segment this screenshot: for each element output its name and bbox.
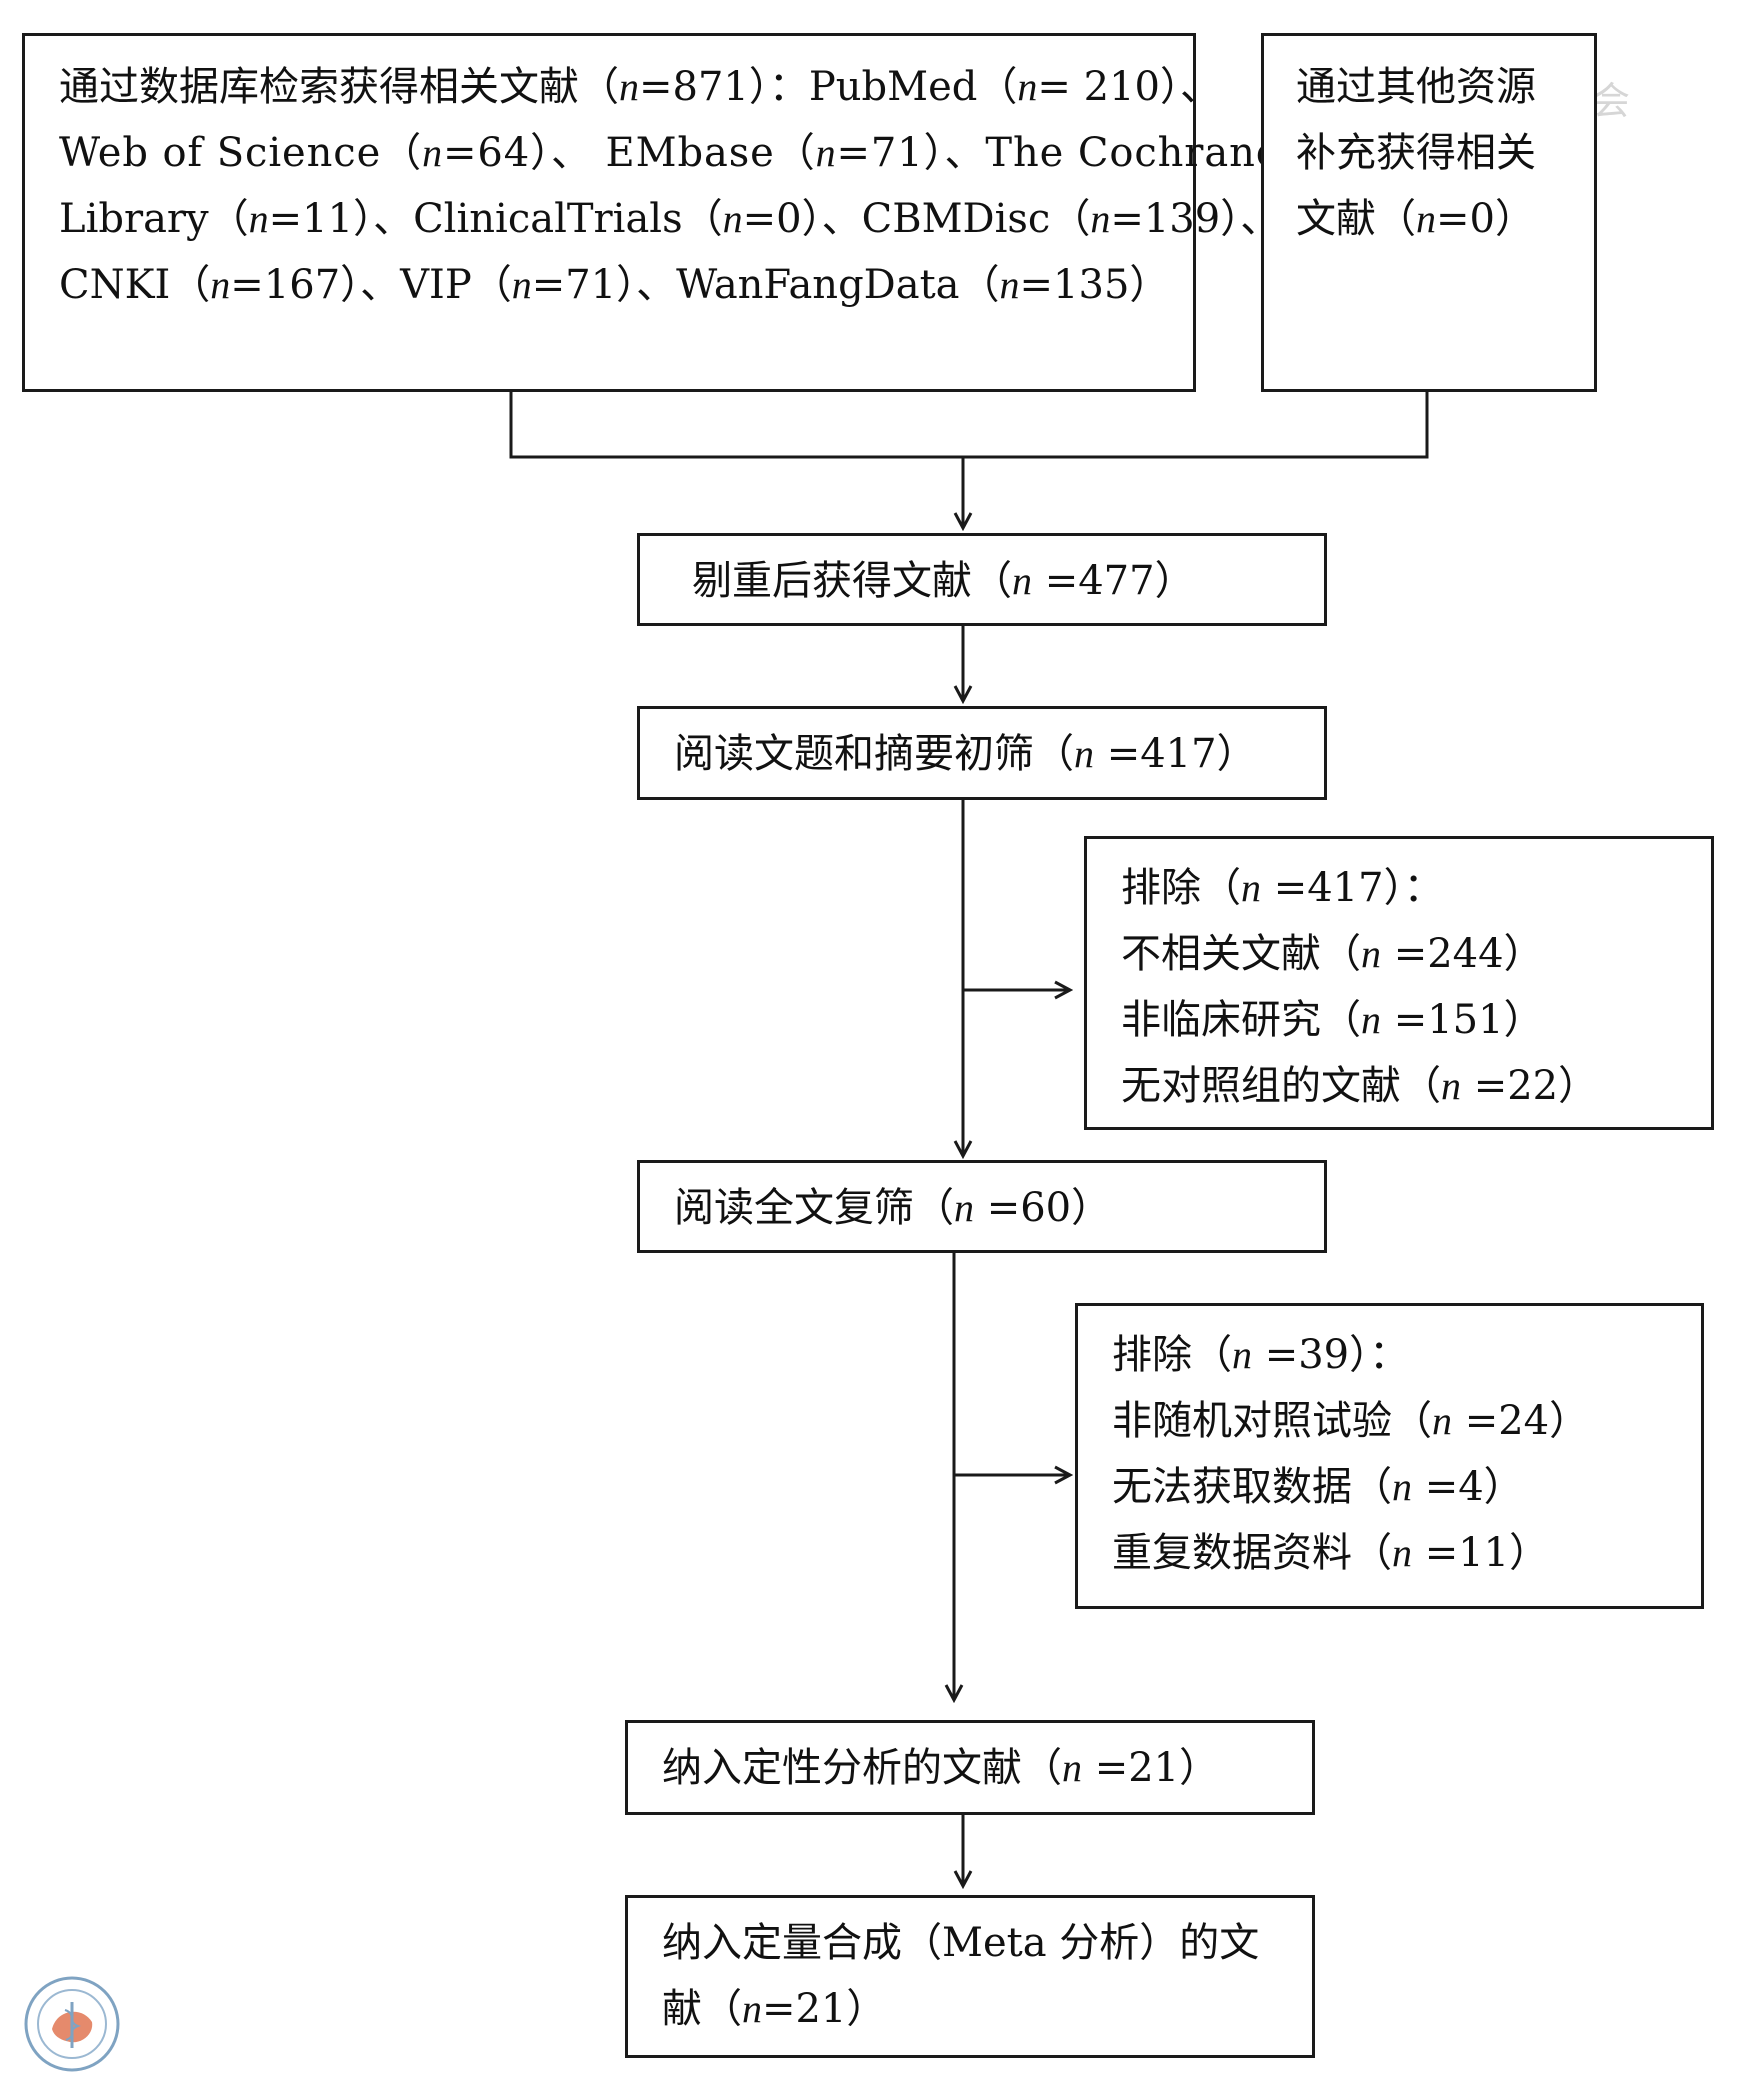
dedup-label: 剔重后获得文献（n =477） bbox=[692, 558, 1195, 604]
exclusion-box-1: 排除（n =417）： 不相关文献（n =244） 非临床研究（n =151） … bbox=[1084, 836, 1714, 1130]
sample-size-symbol: n bbox=[1416, 196, 1436, 241]
other-line: 补充获得相关 bbox=[1296, 130, 1536, 176]
exclude1-line: 排除（n =417）： bbox=[1121, 865, 1444, 911]
sample-size-symbol: n bbox=[1241, 865, 1261, 910]
sample-size-symbol: n bbox=[1392, 1530, 1412, 1575]
screen-title-abstract-box: 阅读文题和摘要初筛（n =417） bbox=[637, 706, 1327, 800]
sample-size-symbol: n bbox=[999, 262, 1020, 307]
quantitative-line: 纳入定量合成（Meta 分析）的文 bbox=[662, 1920, 1260, 1966]
exclusion-box-2: 排除（n =39）： 非随机对照试验（n =24） 无法获取数据（n =4） 重… bbox=[1075, 1303, 1704, 1609]
screen-label: 阅读文题和摘要初筛（n =417） bbox=[674, 731, 1257, 777]
sample-size-symbol: n bbox=[1090, 196, 1111, 241]
sample-size-symbol: n bbox=[619, 64, 639, 109]
association-seal-icon bbox=[24, 1976, 120, 2072]
sample-size-symbol: n bbox=[422, 130, 443, 175]
other-line: 通过其他资源 bbox=[1296, 64, 1536, 110]
quantitative-line: 献（n=21） bbox=[662, 1986, 887, 2032]
sample-size-symbol: n bbox=[1232, 1332, 1252, 1377]
db-line: 通过数据库检索获得相关文献（n=871）：PubMed（n= 210）、 bbox=[59, 64, 1220, 110]
sample-size-symbol: n bbox=[722, 196, 743, 241]
sample-size-symbol: n bbox=[1441, 1063, 1461, 1108]
dedup-box: 剔重后获得文献（n =477） bbox=[637, 533, 1327, 626]
sample-size-symbol: n bbox=[1017, 64, 1038, 109]
exclude2-line: 排除（n =39）： bbox=[1112, 1332, 1410, 1378]
qualitative-label: 纳入定性分析的文献（n =21） bbox=[662, 1745, 1220, 1791]
qualitative-synthesis-box: 纳入定性分析的文献（n =21） bbox=[625, 1720, 1315, 1815]
sample-size-symbol: n bbox=[954, 1185, 974, 1230]
merge-connector bbox=[509, 392, 1429, 459]
sample-size-symbol: n bbox=[815, 130, 837, 175]
sample-size-symbol: n bbox=[1062, 1745, 1082, 1790]
exclude1-line: 无对照组的文献（n =22） bbox=[1121, 1063, 1599, 1109]
exclude2-line: 重复数据资料（n =11） bbox=[1112, 1530, 1550, 1576]
sample-size-symbol: n bbox=[1361, 931, 1381, 976]
database-search-box: 通过数据库检索获得相关文献（n=871）：PubMed（n= 210）、 Web… bbox=[22, 33, 1281, 392]
db-line: Web of Science（n=64）、 EMbase（n=71）、The C… bbox=[59, 130, 1281, 176]
other-line: 文献（n=0） bbox=[1296, 196, 1535, 242]
exclude2-line: 无法获取数据（n =4） bbox=[1112, 1464, 1524, 1510]
sample-size-symbol: n bbox=[742, 1986, 762, 2031]
sample-size-symbol: n bbox=[1432, 1398, 1452, 1443]
sample-size-symbol: n bbox=[248, 196, 269, 241]
exclude2-line: 非随机对照试验（n =24） bbox=[1112, 1398, 1590, 1444]
quantitative-synthesis-box: 纳入定量合成（Meta 分析）的文 献（n=21） bbox=[625, 1895, 1315, 2058]
fulltext-review-box: 阅读全文复筛（n =60） bbox=[637, 1160, 1327, 1253]
sample-size-symbol: n bbox=[1392, 1464, 1412, 1509]
db-line: Library（n=11）、ClinicalTrials（n=0）、CBMDis… bbox=[59, 196, 1281, 242]
sample-size-symbol: n bbox=[1074, 731, 1094, 776]
other-sources-box: 通过其他资源 补充获得相关 文献（n=0） bbox=[1261, 33, 1597, 392]
fulltext-label: 阅读全文复筛（n =60） bbox=[674, 1185, 1112, 1231]
exclude1-line: 不相关文献（n =244） bbox=[1121, 931, 1544, 977]
sample-size-symbol: n bbox=[511, 262, 532, 307]
exclude1-line: 非临床研究（n =151） bbox=[1121, 997, 1544, 1043]
sample-size-symbol: n bbox=[210, 262, 231, 307]
sample-size-symbol: n bbox=[1361, 997, 1381, 1042]
db-line: CNKI（n=167）、VIP（n=71）、WanFangData（n=135） bbox=[59, 262, 1170, 308]
sample-size-symbol: n bbox=[1012, 558, 1032, 603]
